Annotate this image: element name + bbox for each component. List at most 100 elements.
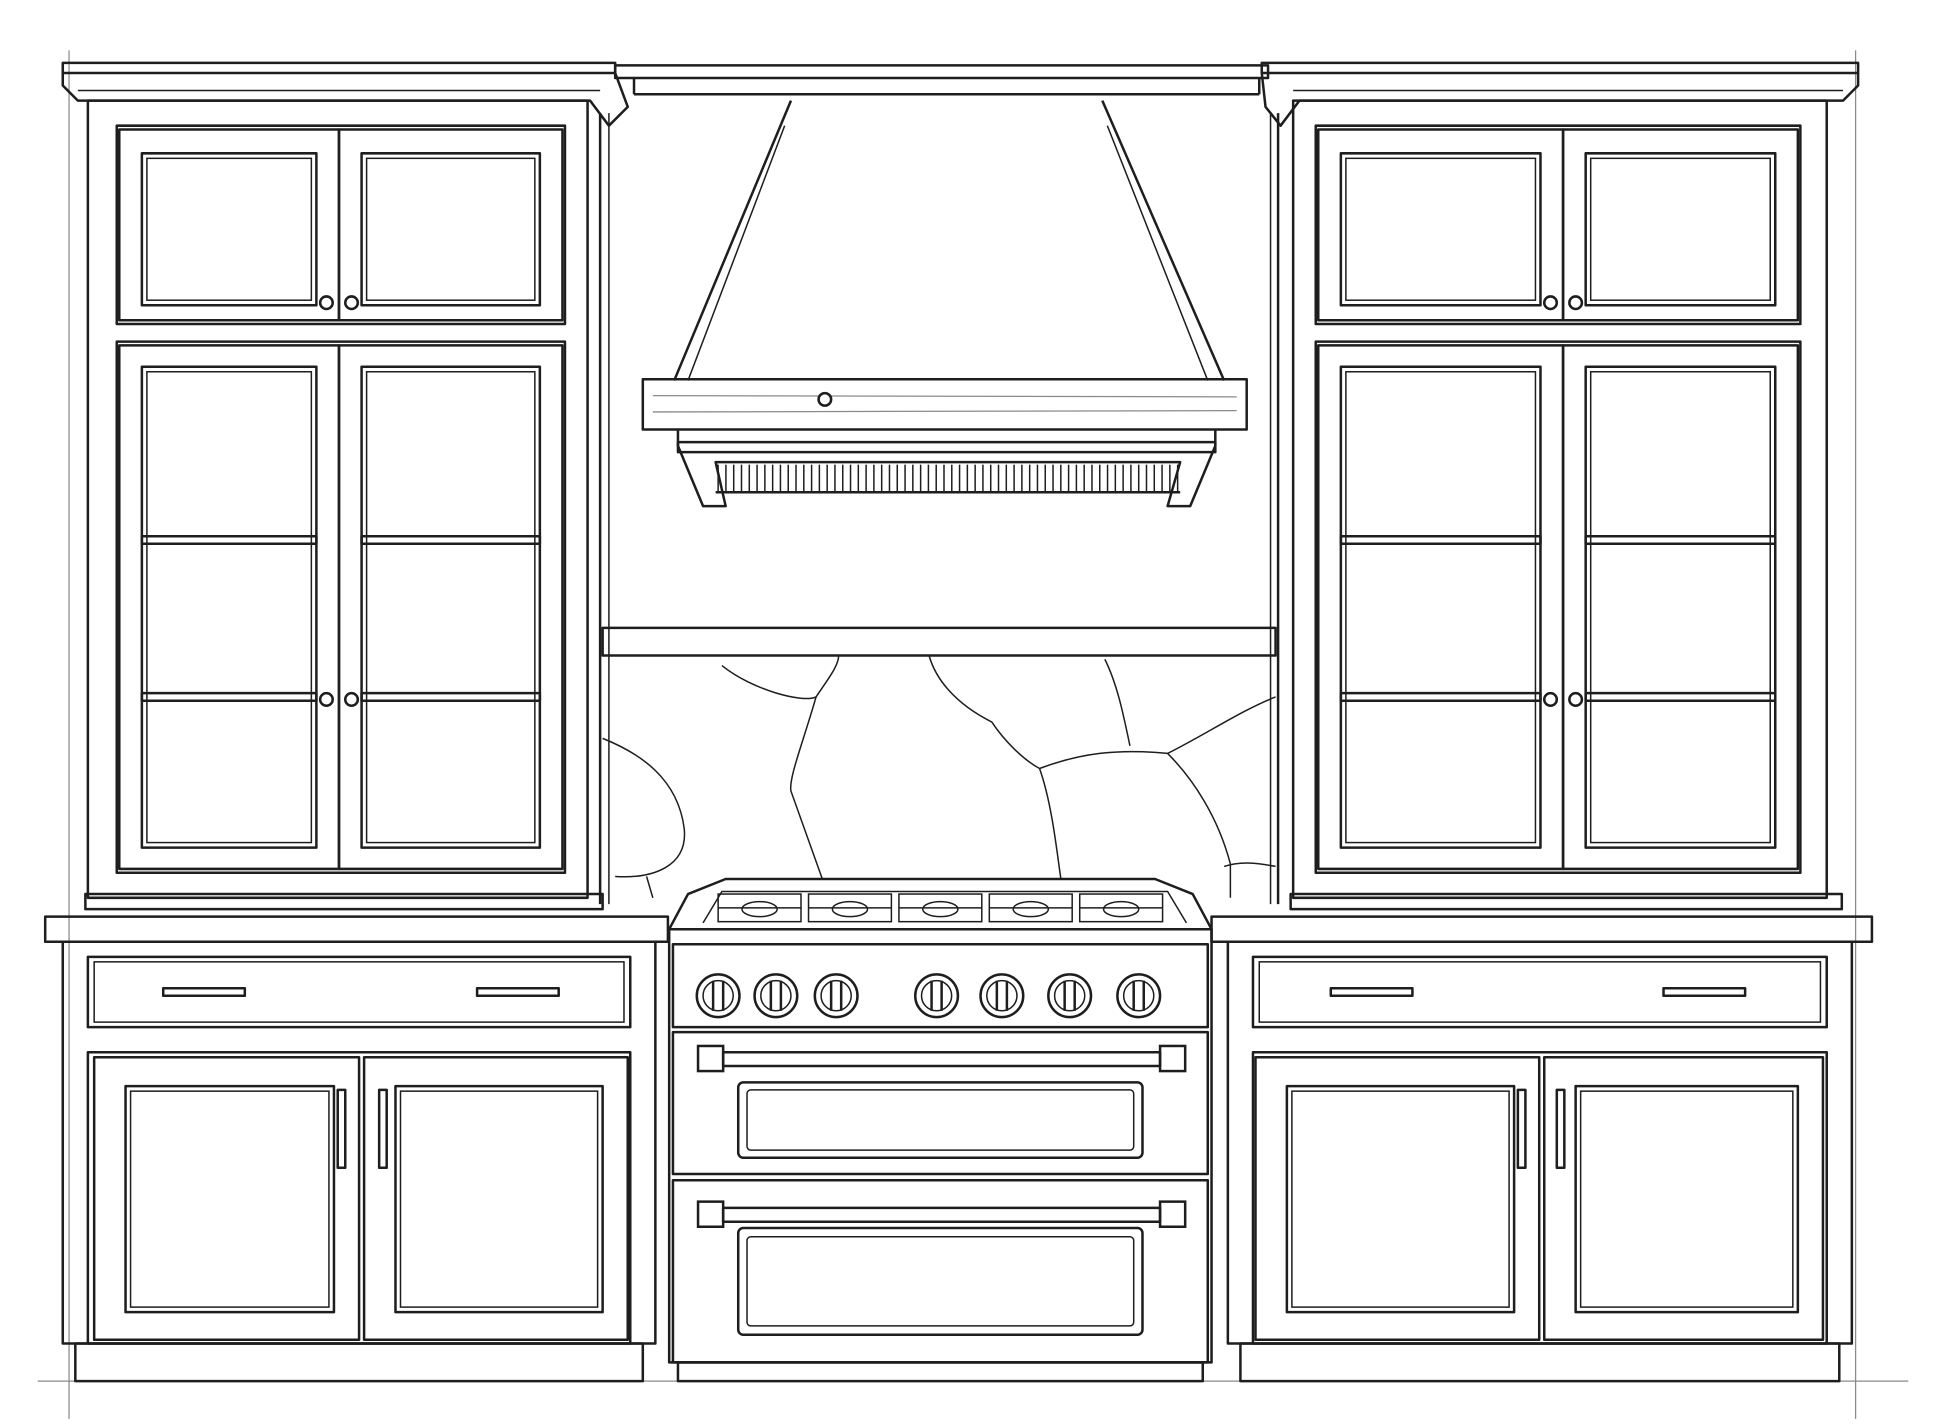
range [667, 877, 1213, 1383]
door-panel [1285, 1084, 1516, 1314]
door-panel [124, 1084, 336, 1314]
door-panel-inner [129, 1090, 330, 1308]
upper-small-door[interactable] [337, 128, 564, 322]
door-pull[interactable] [336, 1088, 347, 1169]
door-panel [394, 1084, 604, 1314]
glass-pane [140, 365, 318, 849]
base-door[interactable] [362, 1056, 629, 1341]
range-knob-inner [702, 979, 734, 1012]
door-knob-icon[interactable] [1542, 691, 1559, 707]
door-knob-icon[interactable] [344, 295, 360, 311]
range-knob-inner [1122, 979, 1155, 1012]
drawer-pull[interactable] [1329, 986, 1414, 997]
door-panel-inner [1291, 1090, 1510, 1308]
drawer[interactable] [86, 955, 632, 1029]
door-pull[interactable] [1555, 1088, 1566, 1169]
glass-pane [1584, 365, 1777, 849]
glass-pane [1339, 365, 1542, 849]
glass-mullion [360, 691, 542, 702]
hood-knob-icon [817, 391, 833, 407]
glass-pane-inner [365, 371, 536, 844]
lower-oven-window [736, 1226, 1144, 1336]
base-cabinets [61, 940, 1854, 1383]
stone-backsplash [602, 655, 1276, 899]
hood-alcove [598, 113, 1280, 905]
door-panel [1584, 152, 1777, 307]
glass-pane [360, 365, 542, 849]
base-door[interactable] [1254, 1056, 1541, 1341]
door-frame [86, 1050, 632, 1345]
glass-mullion [1339, 534, 1542, 546]
door-panel [360, 152, 542, 307]
burner-icon [1102, 900, 1140, 918]
drawer-pull[interactable] [1662, 986, 1747, 997]
door-pull[interactable] [1516, 1088, 1527, 1169]
upper-cabinet-body [86, 99, 589, 900]
door-knob-icon[interactable] [1542, 295, 1559, 311]
door-panel-inner [1589, 157, 1771, 301]
door-frame [1251, 1050, 1828, 1345]
lower-oven-door [671, 1179, 1210, 1364]
burner-icon [1012, 900, 1050, 918]
range-knob-inner [920, 979, 953, 1012]
upper-cabinet-base-trim [1289, 892, 1844, 911]
burner-grates [717, 893, 1164, 923]
glass-door[interactable] [1317, 344, 1565, 871]
glass-door[interactable] [337, 344, 564, 871]
door-panel-inner [1345, 157, 1537, 301]
glass-mullion [1584, 691, 1777, 702]
burner-icon [741, 900, 778, 918]
burner-icon [922, 900, 959, 918]
door-pull[interactable] [377, 1088, 388, 1169]
door-panel-inner [1579, 1090, 1794, 1308]
door-knob-icon[interactable] [344, 691, 360, 707]
glass-pane-inner [1589, 371, 1771, 844]
upper-small-door[interactable] [1561, 128, 1800, 322]
drawer-inner [93, 961, 625, 1023]
left-countertop [43, 915, 670, 944]
upper-door-frame [1314, 124, 1802, 326]
cooktop [667, 877, 1213, 931]
door-knob-icon[interactable] [318, 295, 334, 311]
crown-molding [61, 61, 1860, 127]
range-knob-inner [760, 979, 792, 1012]
door-knob-icon[interactable] [1568, 691, 1584, 707]
glass-mullion [140, 534, 318, 546]
toe-kick [74, 1342, 645, 1383]
glass-door[interactable] [1561, 344, 1800, 871]
door-panel-inner [146, 157, 313, 301]
glass-mullion [140, 691, 318, 702]
door-panel [140, 152, 318, 307]
glass-door[interactable] [118, 344, 341, 871]
glass-mullion [360, 534, 542, 546]
drawer-pull[interactable] [161, 986, 247, 997]
upper-cabinet-base-trim [84, 892, 604, 911]
glass-pane-inner [1345, 371, 1537, 844]
drawer[interactable] [1251, 955, 1828, 1029]
range-knobs [695, 973, 1162, 1019]
glass-mullion [1339, 691, 1542, 702]
door-knob-icon[interactable] [318, 691, 334, 707]
hood-beam [641, 378, 1248, 431]
guide-lines [37, 50, 1909, 1419]
upper-oven-handle[interactable] [721, 1050, 1162, 1068]
lower-oven-handle[interactable] [721, 1206, 1162, 1223]
range-knob-inner [820, 979, 852, 1012]
range-hood [641, 100, 1248, 508]
base-door[interactable] [1542, 1056, 1825, 1341]
door-knob-icon[interactable] [1568, 295, 1584, 311]
toe-kick [1239, 1342, 1841, 1383]
drawer-inner [1258, 961, 1822, 1023]
control-panel [671, 943, 1210, 1029]
upper-cabinet-body [1291, 99, 1828, 900]
glass-pane-inner [146, 371, 313, 844]
door-panel-inner [399, 1090, 599, 1308]
drawer-pull[interactable] [475, 986, 560, 997]
door-panel [1574, 1084, 1800, 1314]
range-knob-inner [986, 979, 1018, 1012]
burner-icon [831, 900, 869, 918]
base-door[interactable] [92, 1056, 361, 1341]
upper-cabinets [84, 99, 1844, 911]
upper-oven-door [671, 1030, 1210, 1176]
